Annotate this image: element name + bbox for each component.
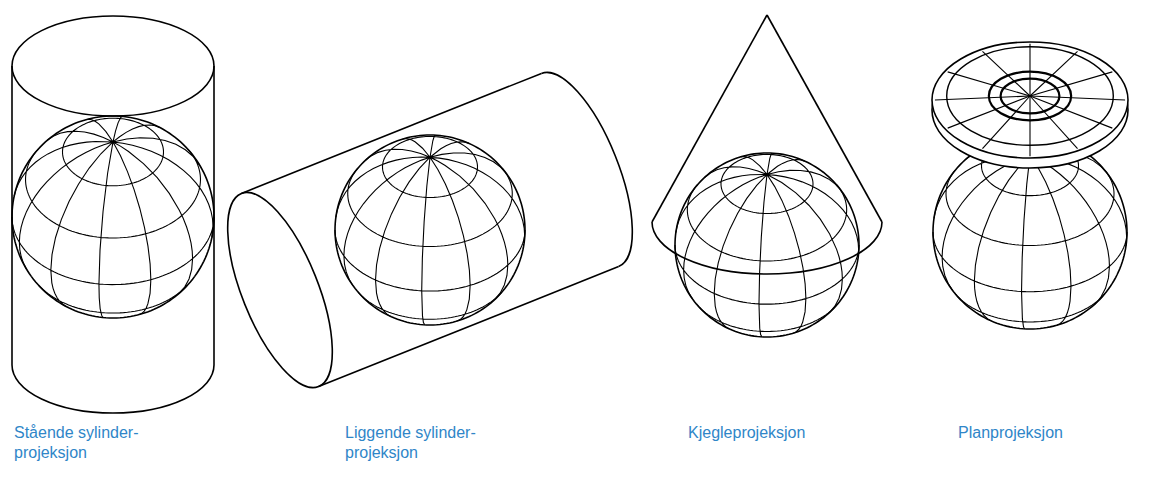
globe-graticule bbox=[12, 116, 214, 317]
plane-meridian bbox=[1030, 72, 1112, 96]
globe-outline bbox=[335, 135, 525, 325]
globe bbox=[12, 116, 214, 318]
cylinder-bottom bbox=[12, 365, 214, 413]
plane-meridian bbox=[982, 96, 1030, 149]
plane-meridian bbox=[948, 96, 1030, 128]
cone-side bbox=[767, 15, 882, 222]
caption-label: Planprojeksjon bbox=[958, 423, 1063, 443]
cylinder-end bbox=[206, 179, 354, 400]
globe-fill bbox=[335, 135, 525, 325]
cylinder-side bbox=[11, 66, 13, 365]
caption-label: Kjegleprojeksjon bbox=[688, 423, 805, 443]
plane-meridian bbox=[1029, 96, 1030, 156]
cylinder-top bbox=[12, 16, 214, 116]
plane-meridian bbox=[1029, 44, 1030, 96]
plane-meridian bbox=[1030, 96, 1125, 100]
cone bbox=[652, 15, 882, 274]
globe-graticule bbox=[675, 153, 859, 337]
cone-side bbox=[652, 15, 767, 222]
caption-label: Liggende sylinder- projeksjon bbox=[345, 423, 495, 463]
plane-top bbox=[932, 42, 1128, 158]
cylinder-far-end bbox=[541, 72, 632, 266]
plane-meridian bbox=[982, 51, 1030, 96]
globe-graticule bbox=[335, 135, 525, 325]
standing-cylinder bbox=[12, 16, 214, 413]
globe bbox=[675, 153, 859, 337]
plane-graticule bbox=[935, 44, 1125, 157]
globe-outline bbox=[12, 116, 214, 318]
globe-fill bbox=[12, 116, 214, 318]
projection-plane bbox=[932, 42, 1128, 168]
caption-label: Stående sylinder- projeksjon bbox=[14, 423, 164, 463]
globe-fill bbox=[675, 153, 859, 337]
cylinder-side bbox=[213, 66, 215, 365]
plane-meridian bbox=[935, 96, 1030, 100]
lying-cylinder bbox=[206, 72, 632, 400]
plane-meridian bbox=[1030, 96, 1112, 128]
globe bbox=[335, 135, 525, 325]
cone-base bbox=[652, 222, 882, 274]
plane-meridian bbox=[1030, 96, 1078, 149]
globe-outline bbox=[675, 153, 859, 337]
